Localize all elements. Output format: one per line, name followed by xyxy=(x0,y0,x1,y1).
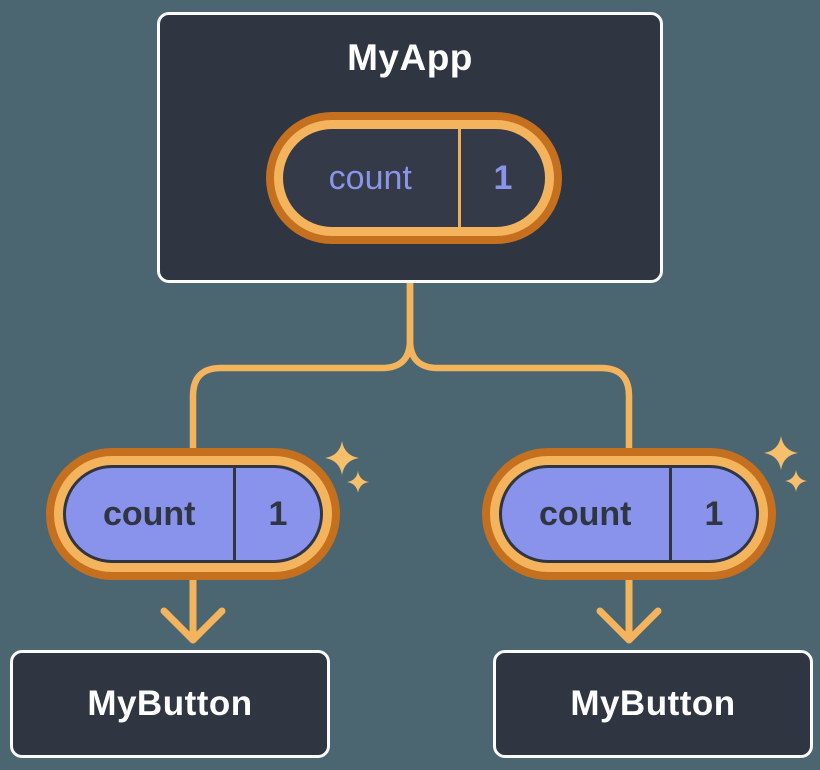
prop-pill-right: count 1 xyxy=(482,448,776,580)
pill-divider xyxy=(232,468,236,560)
state-name: count xyxy=(328,158,412,197)
prop-pill-left: count 1 xyxy=(46,448,340,580)
prop-pill-inner-ring: count 1 xyxy=(54,456,332,572)
state-value: 1 xyxy=(493,158,513,197)
prop-pill-inner-ring: count 1 xyxy=(490,456,768,572)
connector-left-branch xyxy=(189,277,414,456)
component-node-mybutton-left: MyButton xyxy=(10,650,330,758)
component-node-mybutton-right: MyButton xyxy=(493,650,813,758)
state-pill-body: count 1 xyxy=(283,129,545,227)
component-title: MyApp xyxy=(347,37,473,78)
prop-value: 1 xyxy=(268,494,288,533)
component-title: MyButton xyxy=(87,684,253,723)
prop-name: count xyxy=(102,494,196,533)
component-title: MyButton xyxy=(570,684,736,723)
prop-value: 1 xyxy=(704,494,724,533)
pill-divider xyxy=(457,129,461,227)
connector-right-branch xyxy=(406,277,633,456)
arrow-down-right-icon xyxy=(596,574,662,644)
prop-name: count xyxy=(538,494,632,533)
sparkle-icon-prop-right xyxy=(764,436,807,492)
state-pill-inner-ring: count 1 xyxy=(274,120,554,236)
arrow-down-left-icon xyxy=(160,574,226,644)
prop-pill-body: count 1 xyxy=(63,465,323,563)
sparkle-icon-prop-left xyxy=(325,441,369,493)
state-pill: count 1 xyxy=(266,112,562,244)
component-node-myapp: MyApp count 1 xyxy=(157,12,663,283)
prop-pill-body: count 1 xyxy=(499,465,759,563)
pill-divider xyxy=(668,468,672,560)
